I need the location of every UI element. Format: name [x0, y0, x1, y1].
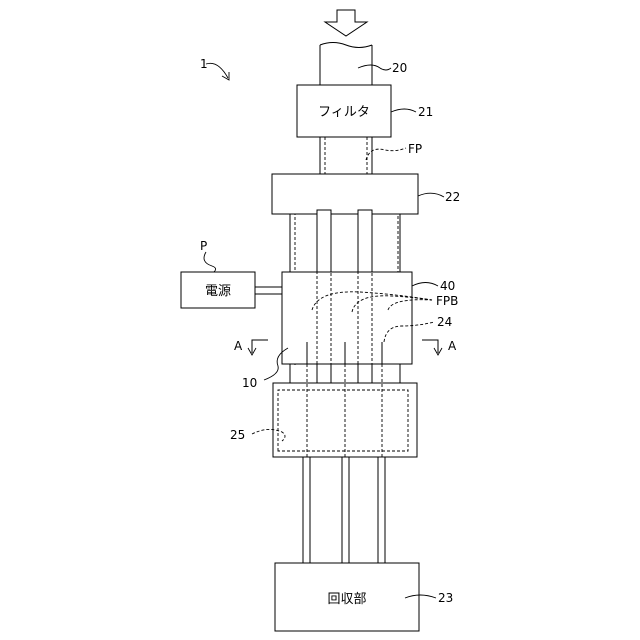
ref-header: 22 — [445, 190, 460, 204]
ref-inner-tube: 24 — [437, 315, 452, 329]
ref-recovery: 23 — [438, 591, 453, 605]
section-mark-right: A — [448, 339, 457, 353]
reactor-block — [282, 272, 412, 364]
lead-20 — [358, 65, 391, 70]
filter-box-label: フィルタ — [318, 105, 370, 120]
section-mark-left: A — [234, 339, 243, 353]
overall-arrow — [206, 63, 228, 78]
lead-21 — [391, 109, 416, 112]
ref-apparatus: 10 — [242, 376, 257, 390]
inner-tube-right-upper — [358, 210, 372, 272]
ref-flow-path: FP — [408, 142, 422, 156]
inlet-pipe-top-break — [320, 43, 372, 48]
ref-inlet-pipe: 20 — [392, 61, 407, 75]
power-box-label: 電源 — [205, 284, 231, 299]
ref-reactor-block: 40 — [440, 279, 455, 293]
inner-tube-left-lower — [317, 364, 331, 383]
inner-tube-right-lower — [358, 364, 372, 383]
lead-power — [204, 252, 216, 272]
ref-power: P — [200, 239, 207, 253]
recovery-box-label: 回収部 — [327, 592, 366, 607]
lead-40 — [412, 283, 438, 287]
ref-filter: 21 — [418, 105, 433, 119]
lead-22 — [418, 193, 444, 197]
inlet-arrow — [325, 10, 367, 36]
ref-collector: 25 — [230, 428, 245, 442]
inner-tube-left-upper — [317, 210, 331, 272]
ref-branch-flow-path: FPB — [436, 294, 458, 308]
header-box — [272, 174, 418, 214]
